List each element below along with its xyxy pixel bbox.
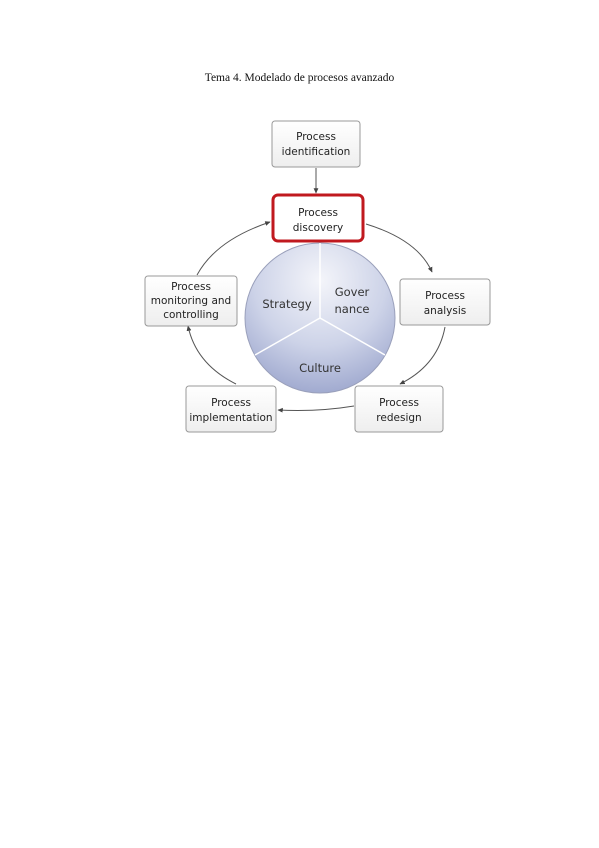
box-process-identification: Process identification [271,120,361,168]
pie-label-governance-2: nance [334,302,369,316]
pie-label-governance-1: Gover [335,285,370,299]
box-process-implementation: Process implementation [185,385,277,433]
box-process-analysis: Process analysis [399,278,491,326]
box-analysis-line2: analysis [424,305,467,317]
pie-label-culture: Culture [299,361,341,375]
box-implementation-line2: implementation [189,412,272,424]
cycle-arrows [186,168,446,413]
box-process-discovery: Process discovery [271,193,365,243]
pie-divider-left [254,317,321,356]
box-process-monitoring: Process monitoring and controlling [144,275,238,327]
arrow-implementation-to-monitoring [186,325,237,385]
box-discovery-line1: Process [298,207,338,219]
box-monitoring-line1: Process [171,281,211,293]
center-pie: Strategy Gover nance Culture [244,242,396,394]
arrow-analysis-to-redesign [399,326,446,385]
box-identification-line1: Process [296,131,336,143]
page-header: Tema 4. Modelado de procesos avanzado [204,72,395,84]
pie-divider-right [319,317,386,356]
arrow-redesign-to-implementation [277,405,355,413]
box-discovery-line2: discovery [293,222,343,234]
box-redesign-line2: redesign [376,412,421,424]
box-implementation-line1: Process [211,397,251,409]
box-analysis-line1: Process [425,290,465,302]
box-identification-line2: identification [282,146,351,158]
box-redesign-line1: Process [379,397,419,409]
arrow-discovery-to-analysis [365,223,433,273]
arrow-monitoring-to-discovery [196,221,271,276]
box-process-redesign: Process redesign [354,385,444,433]
pie-label-strategy: Strategy [262,297,311,311]
box-monitoring-line3: controlling [163,309,219,321]
box-monitoring-line2: monitoring and [151,295,231,307]
